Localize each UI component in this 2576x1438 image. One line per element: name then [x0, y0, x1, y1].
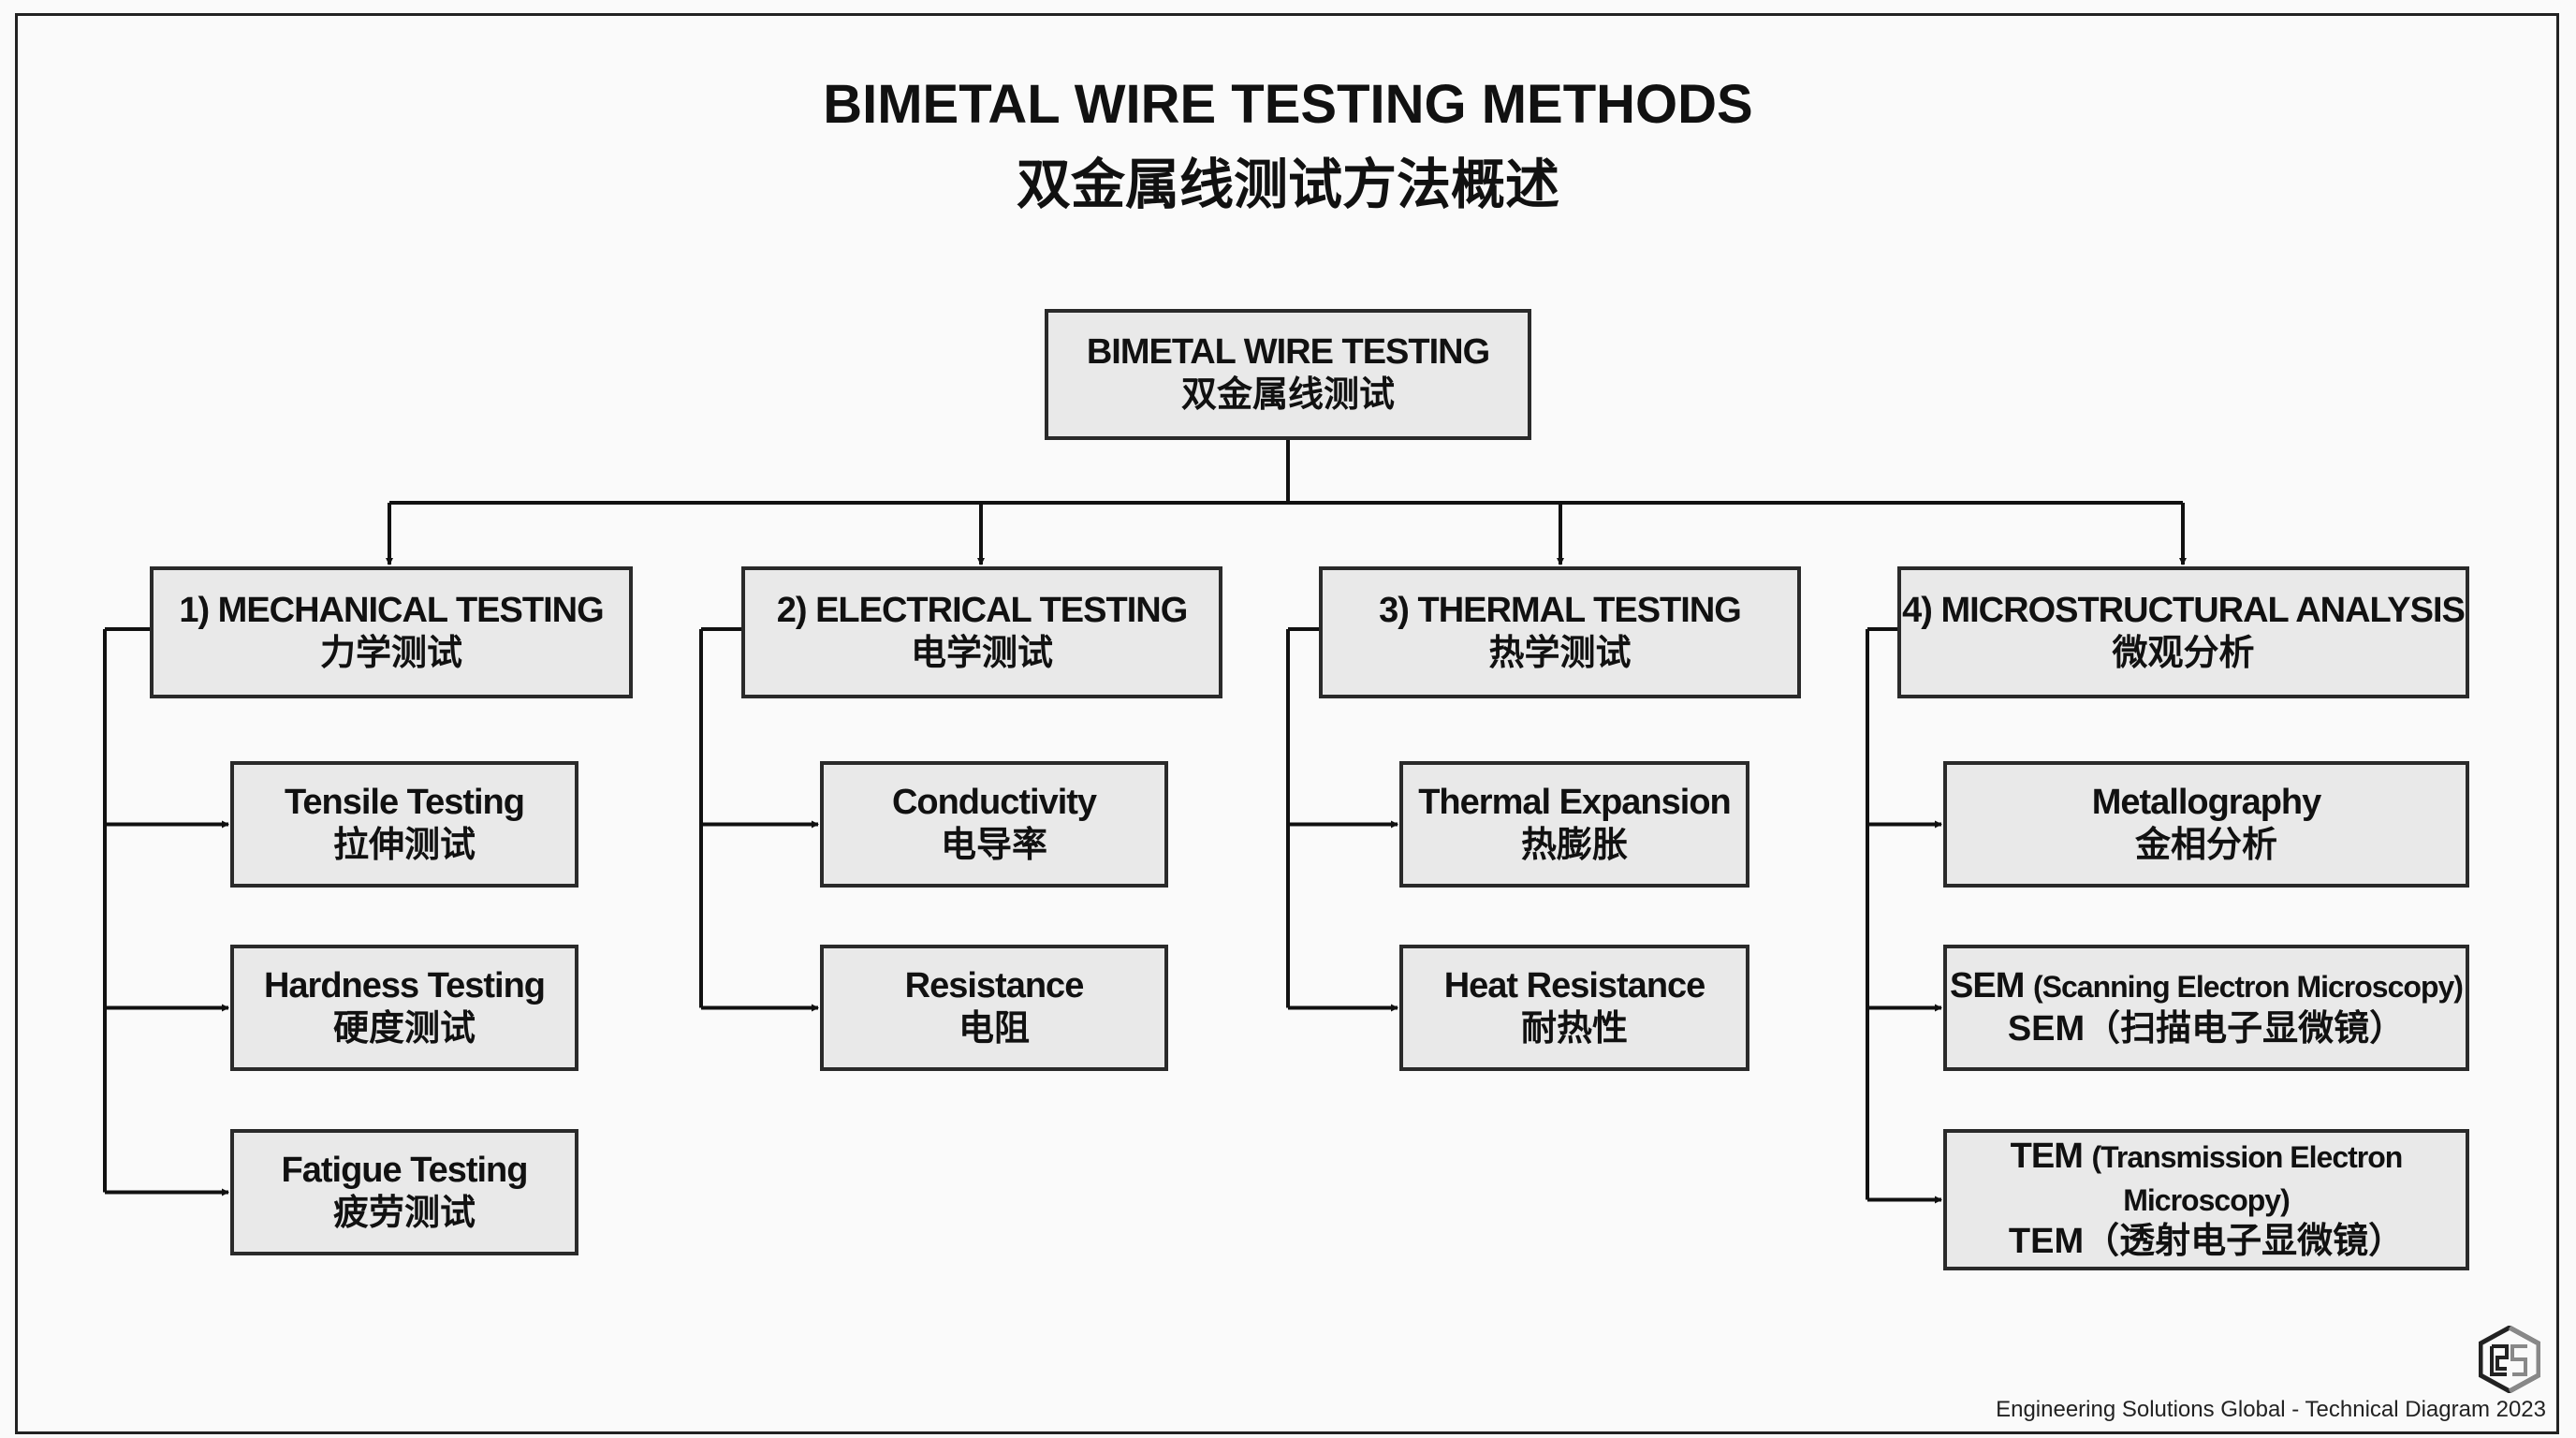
root-node: BIMETAL WIRE TESTING 双金属线测试: [1045, 309, 1531, 440]
child-title: Conductivity: [891, 782, 1097, 822]
category-title-cn: 力学测试: [319, 633, 462, 673]
category-title-cn: 电学测试: [910, 633, 1053, 673]
category-title: 1) MECHANICAL TESTING: [179, 590, 604, 630]
diagram-frame: [15, 13, 2559, 1434]
child-title-cn: SEM（扫描电子显微镜）: [2007, 1008, 2406, 1049]
child-abbr: TEM: [2010, 1137, 2084, 1177]
child-title-cn: 硬度测试: [332, 1008, 476, 1049]
child-title-cn: 电阻: [958, 1008, 1030, 1049]
child-node: TEM (Transmission Electron Microscopy)TE…: [1943, 1129, 2469, 1270]
child-title: Heat Resistance: [1443, 965, 1706, 1005]
child-abbr: SEM: [1950, 965, 2025, 1005]
child-title-cn: 金相分析: [2134, 825, 2277, 865]
child-fullname: (Scanning Electron Microscopy): [2032, 969, 2464, 1004]
child-title: Tensile Testing: [285, 782, 525, 822]
child-title-cn: 拉伸测试: [332, 825, 476, 865]
child-title-cn: 耐热性: [1520, 1008, 1628, 1049]
child-title: Thermal Expansion: [1418, 782, 1732, 822]
diagram-title-cn: 双金属线测试方法概述: [1016, 154, 1559, 215]
root-title: BIMETAL WIRE TESTING: [1086, 332, 1490, 373]
root-title-cn: 双金属线测试: [1180, 375, 1395, 415]
category-title: 3) THERMAL TESTING: [1379, 590, 1742, 630]
diagram-title: BIMETAL WIRE TESTING METHODS: [823, 74, 1753, 135]
company-logo: [2479, 1326, 2540, 1393]
child-title: Hardness Testing: [263, 965, 546, 1005]
category-title-cn: 热学测试: [1488, 633, 1632, 673]
child-title-cn: 电导率: [940, 825, 1047, 865]
footer-text: Engineering Solutions Global - Technical…: [1996, 1397, 2546, 1422]
child-title-cn: TEM（透射电子显微镜）: [2008, 1222, 2405, 1262]
child-node: SEM (Scanning Electron Microscopy)SEM（扫描…: [1943, 945, 2469, 1071]
child-title: TEM (Transmission Electron Microscopy): [2000, 1136, 2412, 1221]
child-title: SEM (Scanning Electron Microscopy): [1950, 965, 2464, 1008]
category-title-cn: 微观分析: [2112, 633, 2255, 673]
child-title: Resistance: [904, 965, 1085, 1005]
category-title: 4) MICROSTRUCTURAL ANALYSIS: [1902, 590, 2466, 630]
child-title-cn: 疲劳测试: [332, 1193, 476, 1233]
category-title: 2) ELECTRICAL TESTING: [776, 590, 1189, 630]
child-title: Fatigue Testing: [281, 1150, 529, 1190]
child-fullname: (Transmission Electron Microscopy): [2091, 1140, 2403, 1217]
child-title-cn: 热膨胀: [1520, 825, 1628, 865]
child-title: Metallography: [2091, 782, 2322, 822]
